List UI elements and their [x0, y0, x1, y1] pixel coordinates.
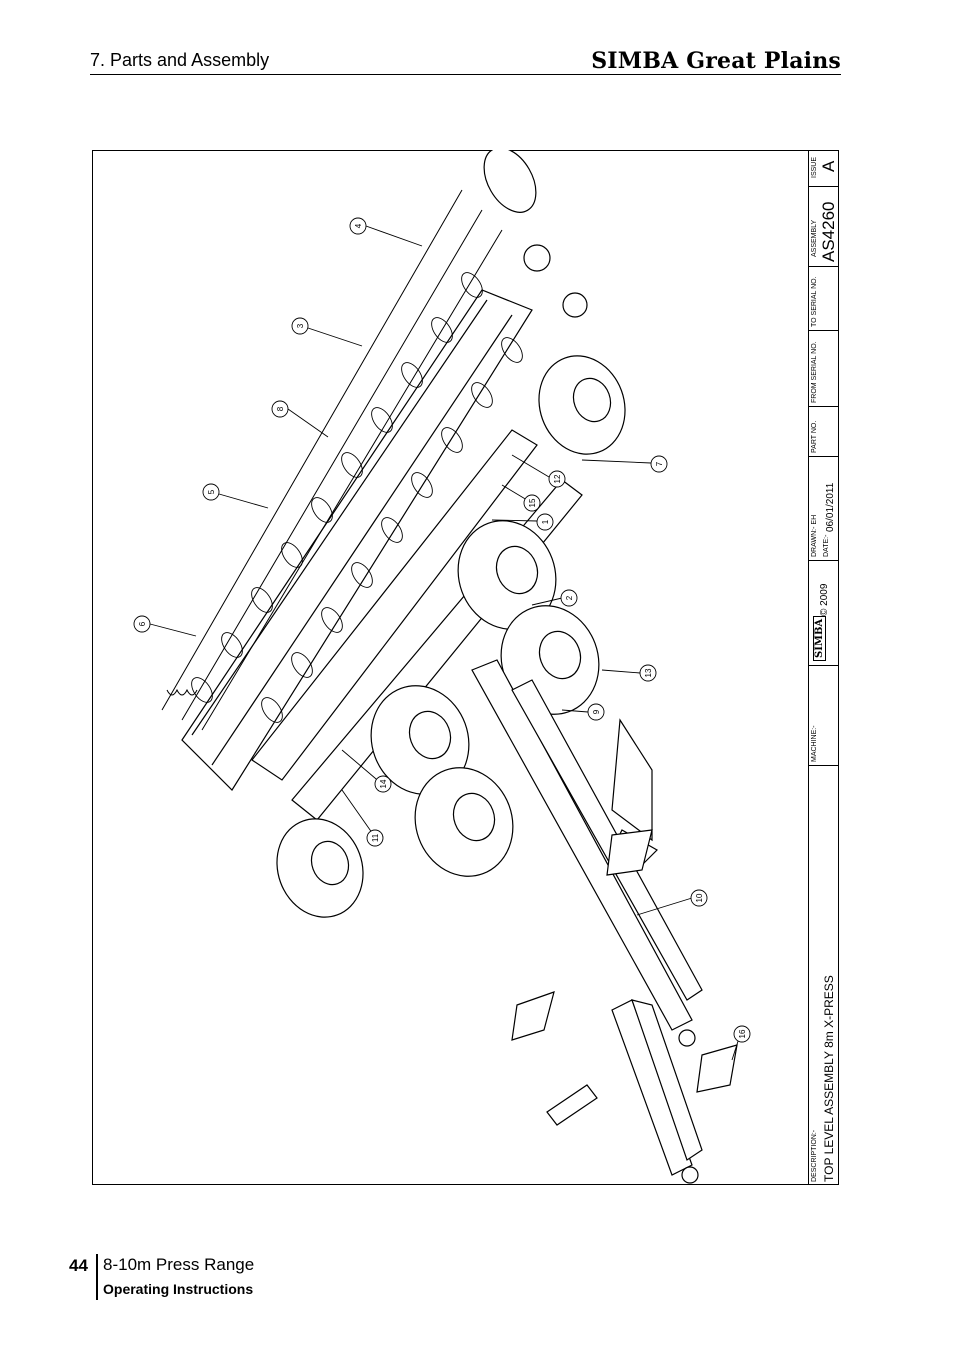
callout-6: 6	[133, 615, 151, 633]
svg-text:16: 16	[738, 1029, 747, 1038]
callouts: 4 3 8 5 6 7 12 15 1 2 13 9 14 11 10 16	[133, 217, 751, 1043]
callout-12: 12	[548, 470, 566, 488]
callout-13: 13	[639, 664, 657, 682]
footer-product: 8-10m Press Range	[103, 1255, 255, 1274]
svg-text:11: 11	[371, 833, 380, 842]
description-value: TOP LEVEL ASSEMBLY 8m X-PRESS	[822, 975, 836, 1182]
svg-text:3: 3	[296, 323, 305, 328]
tine-rows	[161, 189, 503, 731]
callout-4: 4	[349, 217, 367, 235]
svg-text:15: 15	[528, 498, 537, 507]
callout-2: 2	[560, 589, 578, 607]
end-disc	[483, 150, 588, 318]
svg-text:9: 9	[592, 709, 601, 714]
svg-text:4: 4	[354, 223, 363, 228]
svg-text:14: 14	[379, 779, 388, 788]
svg-text:2: 2	[565, 595, 574, 600]
callout-10: 10	[690, 889, 708, 907]
machine-cell: MACHINE:-	[809, 665, 839, 765]
callout-11: 11	[366, 829, 384, 847]
section-title: 7. Parts and Assembly	[90, 50, 270, 70]
svg-text:5: 5	[207, 489, 216, 494]
drawn-date-cell: DRAWN:- EH DATE:- 06/01/2011	[809, 456, 839, 560]
simba-logo: SIMBA	[813, 615, 826, 661]
part-no-label: PART NO.	[811, 420, 818, 453]
description-cell: DESCRIPTION:- TOP LEVEL ASSEMBLY 8m X-PR…	[809, 765, 839, 1185]
footer-subtitle: Operating Instructions	[103, 1281, 254, 1297]
svg-text:13: 13	[644, 668, 653, 677]
issue-label: ISSUE	[811, 156, 818, 178]
to-serial-label: TO SERIAL NO.	[811, 276, 818, 327]
callout-5: 5	[202, 483, 220, 501]
callout-1: 1	[536, 513, 554, 531]
brand-logo: SIMBA Great Plains	[591, 48, 841, 74]
disc-rows	[191, 272, 523, 723]
header-rule	[90, 74, 841, 75]
from-serial-label: FROM SERIAL NO.	[811, 341, 818, 403]
page-number: 44	[69, 1256, 88, 1275]
callout-14: 14	[374, 775, 392, 793]
assembly-cell: ASSEMBLY AS4260	[809, 186, 839, 266]
date-label: DATE:-	[823, 534, 830, 557]
loose-parts	[511, 829, 738, 1093]
callout-7: 7	[650, 455, 668, 473]
part-no-cell: PART NO.	[809, 406, 839, 456]
copyright: © 2009	[819, 583, 830, 616]
svg-text:12: 12	[553, 474, 562, 483]
to-serial-cell: TO SERIAL NO.	[809, 266, 839, 330]
callout-8: 8	[271, 400, 289, 418]
description-label: DESCRIPTION:-	[811, 1129, 818, 1182]
svg-text:8: 8	[276, 406, 285, 411]
svg-text:7: 7	[655, 461, 664, 466]
callout-9: 9	[587, 703, 605, 721]
svg-text:6: 6	[138, 621, 147, 626]
title-block: ISSUE A ASSEMBLY AS4260 TO SERIAL NO. FR…	[808, 150, 839, 1185]
assembly-drawing: 4 3 8 5 6 7 12 15 1 2 13 9 14 11 10 16	[133, 150, 751, 1184]
date-value: 06/01/2011	[825, 482, 836, 532]
callout-15: 15	[523, 494, 541, 512]
machine-label: MACHINE:-	[811, 725, 818, 762]
callout-16: 16	[733, 1025, 751, 1043]
wheels	[276, 355, 626, 918]
assembly-label: ASSEMBLY	[811, 219, 818, 257]
logo-cell: SIMBA © 2009	[809, 560, 839, 665]
from-serial-cell: FROM SERIAL NO.	[809, 330, 839, 406]
footer-divider	[96, 1254, 98, 1300]
hitch	[546, 999, 703, 1184]
svg-text:1: 1	[541, 519, 550, 524]
callout-3: 3	[291, 317, 309, 335]
issue-value: A	[819, 160, 838, 172]
front-bar	[181, 289, 533, 791]
drawn-label: DRAWN:- EH	[811, 514, 818, 557]
assembly-value: AS4260	[819, 201, 838, 263]
drawing-frame	[92, 150, 839, 1185]
issue-cell: ISSUE A	[809, 150, 839, 186]
svg-text:10: 10	[695, 893, 704, 902]
leader-lines	[149, 225, 741, 1061]
